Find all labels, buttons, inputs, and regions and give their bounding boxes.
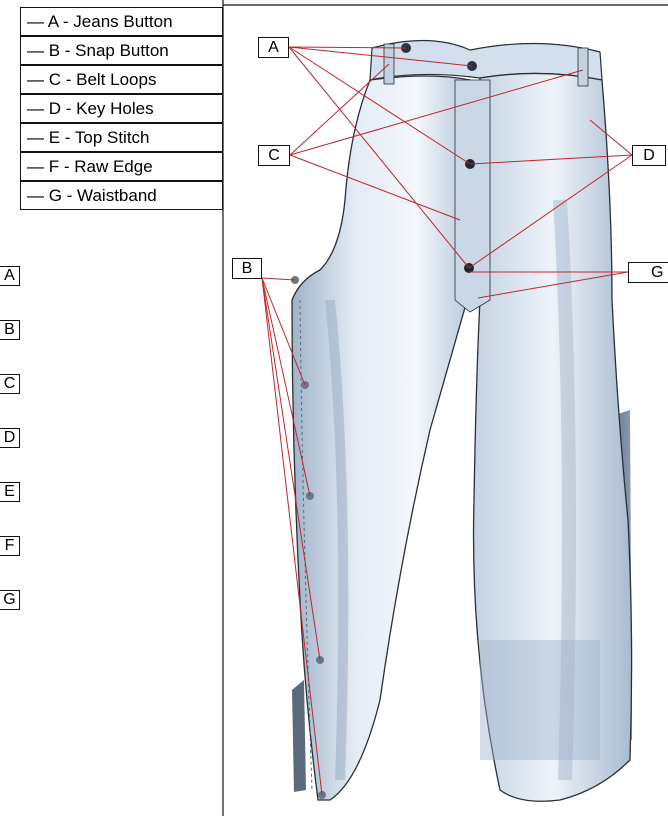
legend-item-raw-edge: — F - Raw Edge [20, 152, 223, 181]
legend-item-snap-button: — B - Snap Button [20, 36, 223, 65]
legend-item-belt-loops: — C - Belt Loops [20, 65, 223, 94]
legend-item-waistband: — G - Waistband [20, 181, 223, 210]
callout-c: C [258, 145, 290, 166]
callout-a: A [258, 37, 289, 58]
right-leg-patch [480, 640, 600, 760]
legend-item-top-stitch: — E - Top Stitch [20, 123, 223, 152]
side-tag-a: A [0, 266, 20, 286]
side-tag-f: F [0, 536, 20, 556]
side-tag-b: B [0, 320, 20, 340]
legend-item-jeans-button: — A - Jeans Button [20, 7, 223, 36]
left-leg [292, 76, 470, 800]
side-tag-c: C [0, 374, 20, 394]
side-tag-d: D [0, 428, 20, 448]
left-lining [292, 680, 306, 792]
callout-g: G [628, 262, 668, 283]
fly-panel [455, 80, 490, 312]
side-tag-e: E [0, 482, 20, 502]
leader-line [262, 278, 295, 280]
legend-item-key-holes: — D - Key Holes [20, 94, 223, 123]
callout-d: D [632, 145, 666, 166]
belt-loop [578, 48, 588, 86]
callout-b: B [232, 258, 262, 279]
side-tag-g: G [0, 590, 20, 610]
